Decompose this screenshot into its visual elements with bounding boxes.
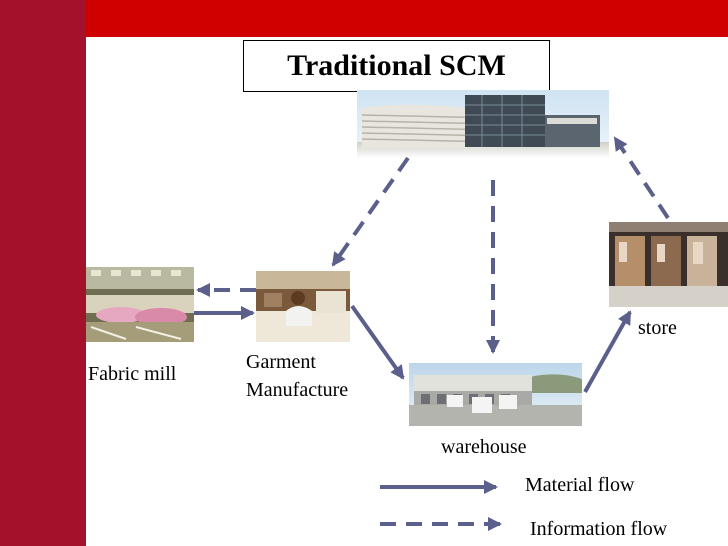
fabric-mill-label: Fabric mill	[88, 363, 177, 385]
garment-label-line2: Manufacture	[246, 379, 349, 401]
garment-label-line1: Garment	[246, 351, 316, 373]
garment-manufacture-photo	[256, 271, 350, 342]
store-label: store	[638, 317, 677, 339]
legend-information-label: Information flow	[530, 518, 668, 540]
left-accent-band	[0, 0, 86, 546]
material-arrow-warehouse-to-store	[583, 310, 632, 393]
top-accent-band	[86, 0, 728, 37]
head-office-photo	[357, 90, 609, 158]
warehouse-photo	[409, 363, 582, 426]
slide-title: Traditional SCM	[243, 40, 550, 92]
warehouse-label: warehouse	[441, 436, 527, 458]
info-arrow-store-to-office	[613, 136, 670, 220]
fabric-mill-photo	[86, 267, 194, 342]
material-arrow-garment-to-warehouse	[350, 304, 405, 380]
legend-material-label: Material flow	[525, 474, 635, 496]
store-photo	[609, 222, 728, 307]
info-arrow-office-to-garment	[331, 156, 410, 267]
